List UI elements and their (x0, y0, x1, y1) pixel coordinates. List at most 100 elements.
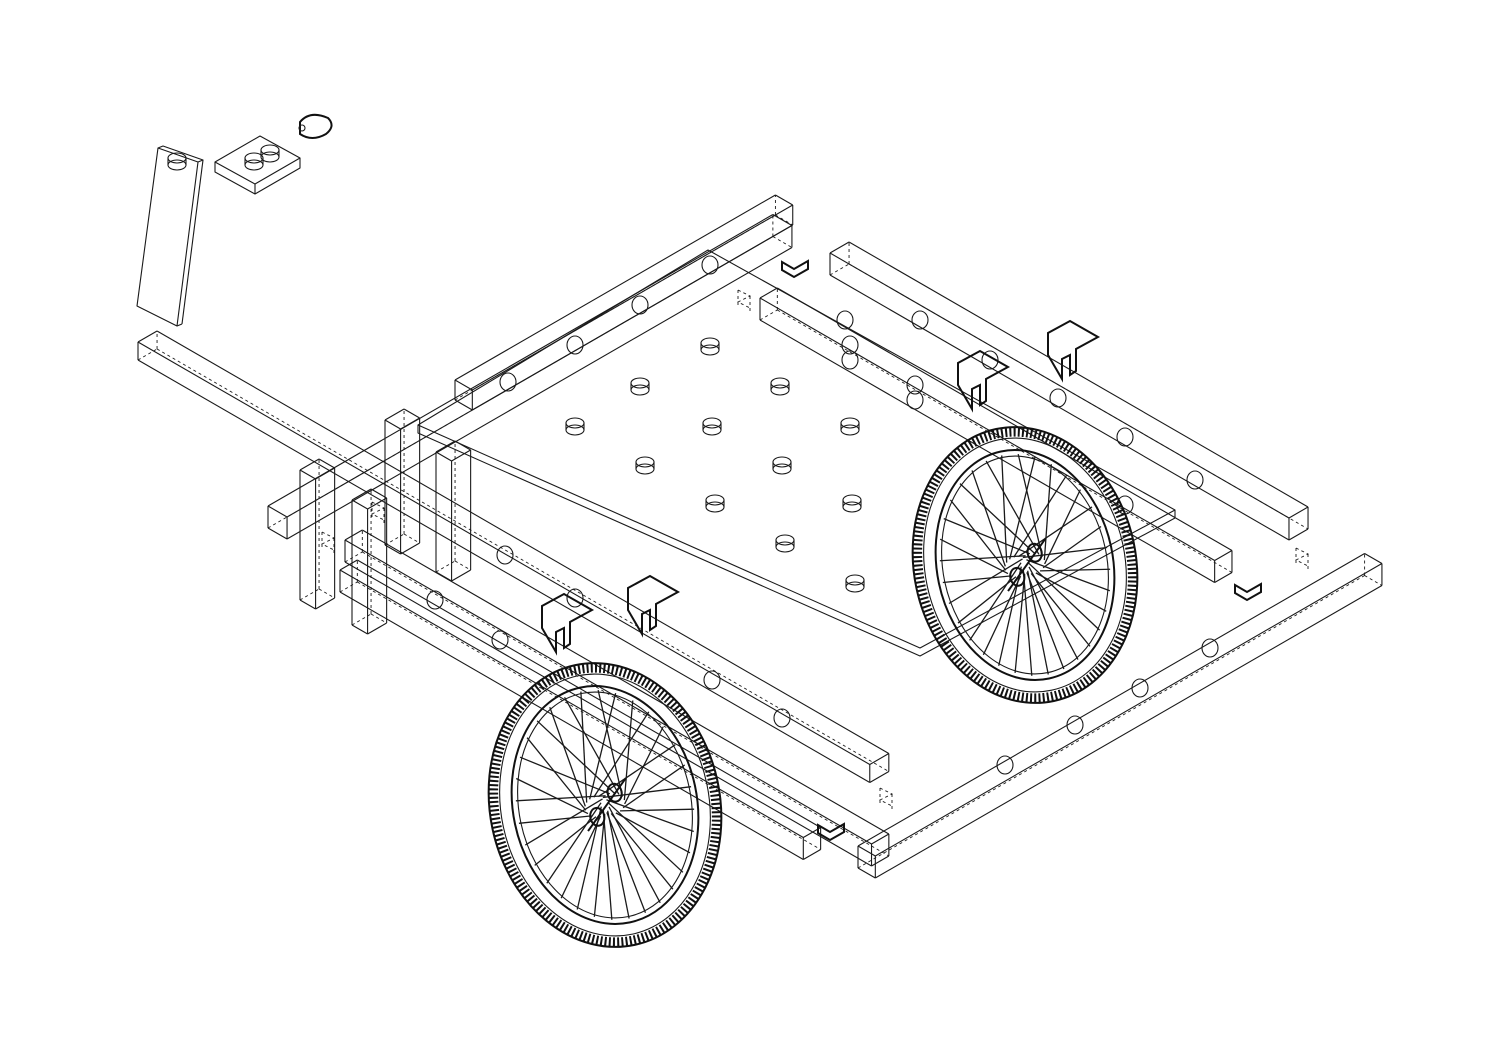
rail-hole (996, 755, 1014, 775)
spoke (524, 798, 603, 846)
edge (267, 214, 774, 507)
hidden-edge (857, 575, 1365, 869)
rim (510, 685, 700, 925)
block-side (214, 158, 301, 195)
spoke (589, 693, 617, 800)
spoke (939, 538, 1009, 575)
edge (176, 323, 183, 327)
left-lower-rail (339, 559, 822, 860)
peg-bottom (260, 151, 280, 163)
edge (367, 622, 387, 635)
edge (472, 224, 794, 411)
corner-bracket (817, 822, 845, 842)
plate-peg (775, 534, 795, 553)
peg-bottom (705, 501, 725, 513)
hidden-edge (829, 263, 850, 276)
block-peg (260, 144, 280, 163)
hidden-edge (351, 613, 372, 626)
edge (318, 458, 335, 469)
rail-hole (701, 255, 719, 275)
edge (759, 319, 1215, 583)
edge (454, 379, 473, 391)
edge (339, 591, 804, 860)
spoke (534, 816, 597, 866)
edge (1364, 553, 1383, 564)
plate-peg (840, 417, 860, 436)
x-clip (370, 501, 386, 526)
spoke (1009, 456, 1036, 560)
clip-hole (298, 124, 306, 132)
edge (871, 833, 890, 845)
spoke (1022, 569, 1033, 676)
rail-hole (1066, 715, 1084, 735)
spoke (939, 555, 1026, 562)
rim-inner (517, 691, 693, 919)
spoke (519, 756, 611, 795)
edge (351, 499, 368, 510)
edge (451, 569, 471, 582)
hidden-edge (137, 348, 158, 361)
bracket-shape (1047, 319, 1101, 383)
edge (759, 297, 1215, 561)
edge (299, 469, 316, 480)
edge (451, 449, 471, 462)
edge (156, 330, 890, 754)
spoke (536, 720, 615, 794)
edge (1214, 550, 1233, 561)
hidden-edge (772, 236, 793, 248)
spoke (1043, 464, 1052, 561)
peg-bottom (244, 159, 264, 171)
edge (829, 274, 1290, 541)
bracket-shape (957, 349, 1011, 413)
edge (829, 241, 850, 254)
plate-edge (417, 425, 1176, 657)
edge (344, 561, 872, 867)
spoke (606, 812, 647, 913)
edge (137, 359, 871, 783)
edge (344, 529, 363, 541)
edge (286, 247, 793, 540)
edge (803, 849, 821, 860)
plate-peg (630, 377, 650, 396)
hidden-edge (357, 581, 821, 850)
peg-bottom (167, 159, 187, 171)
peg-bottom (842, 501, 862, 513)
spoke (1014, 573, 1026, 673)
edge (871, 855, 890, 867)
spoke (563, 696, 620, 795)
plate-peg (705, 494, 725, 513)
hidden-edge (454, 560, 471, 571)
plate-peg (702, 417, 722, 436)
hidden-edge (339, 581, 358, 593)
plate-peg (772, 456, 792, 475)
edge (875, 585, 1383, 879)
spoke (607, 810, 630, 919)
edge (267, 505, 288, 518)
peg-bottom (635, 463, 655, 475)
spoke (526, 737, 587, 811)
plate-peg (565, 417, 585, 436)
peg-bottom (770, 384, 790, 396)
hitch-clip (298, 113, 333, 139)
edge (1288, 506, 1309, 519)
spoke (1035, 572, 1107, 612)
spoke (1017, 453, 1043, 557)
spoke (1028, 562, 1101, 631)
spoke (546, 802, 602, 884)
spoke (593, 813, 606, 917)
spoke (971, 470, 1006, 567)
edge (1007, 537, 1047, 592)
block-peg (244, 152, 264, 171)
right-outer-rail (829, 241, 1309, 541)
small-block (214, 135, 301, 195)
spoke (985, 460, 1040, 555)
rail-hole (981, 350, 999, 370)
rail-hole (1201, 638, 1219, 658)
spoke (623, 700, 634, 801)
edge (403, 408, 420, 419)
peg-bottom (630, 384, 650, 396)
spoke (620, 808, 695, 812)
plate-peg (845, 574, 865, 593)
spoke (982, 575, 1022, 656)
rail-hole (1131, 678, 1149, 698)
